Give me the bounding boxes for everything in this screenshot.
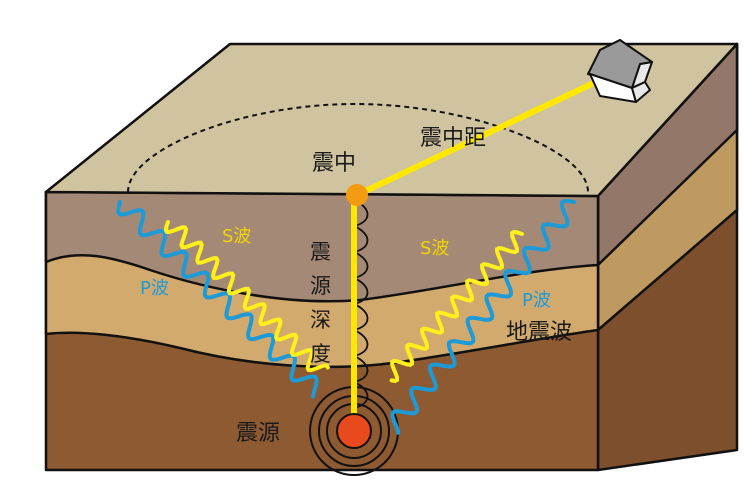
s-wave-right-label: S波 — [420, 238, 450, 259]
epicentral-distance-line — [355, 77, 602, 198]
epicenter-dot — [346, 184, 368, 206]
focal-depth-char-3: 深 — [310, 308, 331, 332]
hypocenter-dot — [336, 413, 372, 449]
epicentral-circle — [127, 102, 589, 193]
house-icon — [587, 39, 653, 103]
p-wave-left — [116, 200, 319, 399]
focal-depth-label: 震 源 深 度 — [310, 236, 331, 368]
s-wave-left — [163, 220, 330, 373]
seismic-waves — [116, 198, 576, 435]
block-right-face — [596, 42, 739, 472]
hypocenter-label: 震源 — [236, 421, 281, 446]
focal-depth-char-1: 震 — [310, 240, 331, 264]
seismic-wave-label: 地震波 — [506, 320, 573, 345]
ground-surface — [44, 42, 739, 198]
p-wave-right-label: P波 — [522, 290, 551, 311]
s-wave-left-label: S波 — [222, 226, 252, 247]
p-wave-left-label: P波 — [140, 278, 169, 299]
epicentral-distance-label: 震中距 — [420, 126, 487, 151]
focal-depth-char-4: 度 — [310, 342, 331, 366]
epicenter-label: 震中 — [312, 151, 357, 176]
p-wave-right — [390, 198, 576, 435]
s-wave-right — [389, 229, 524, 384]
focal-depth-char-2: 源 — [310, 274, 331, 298]
